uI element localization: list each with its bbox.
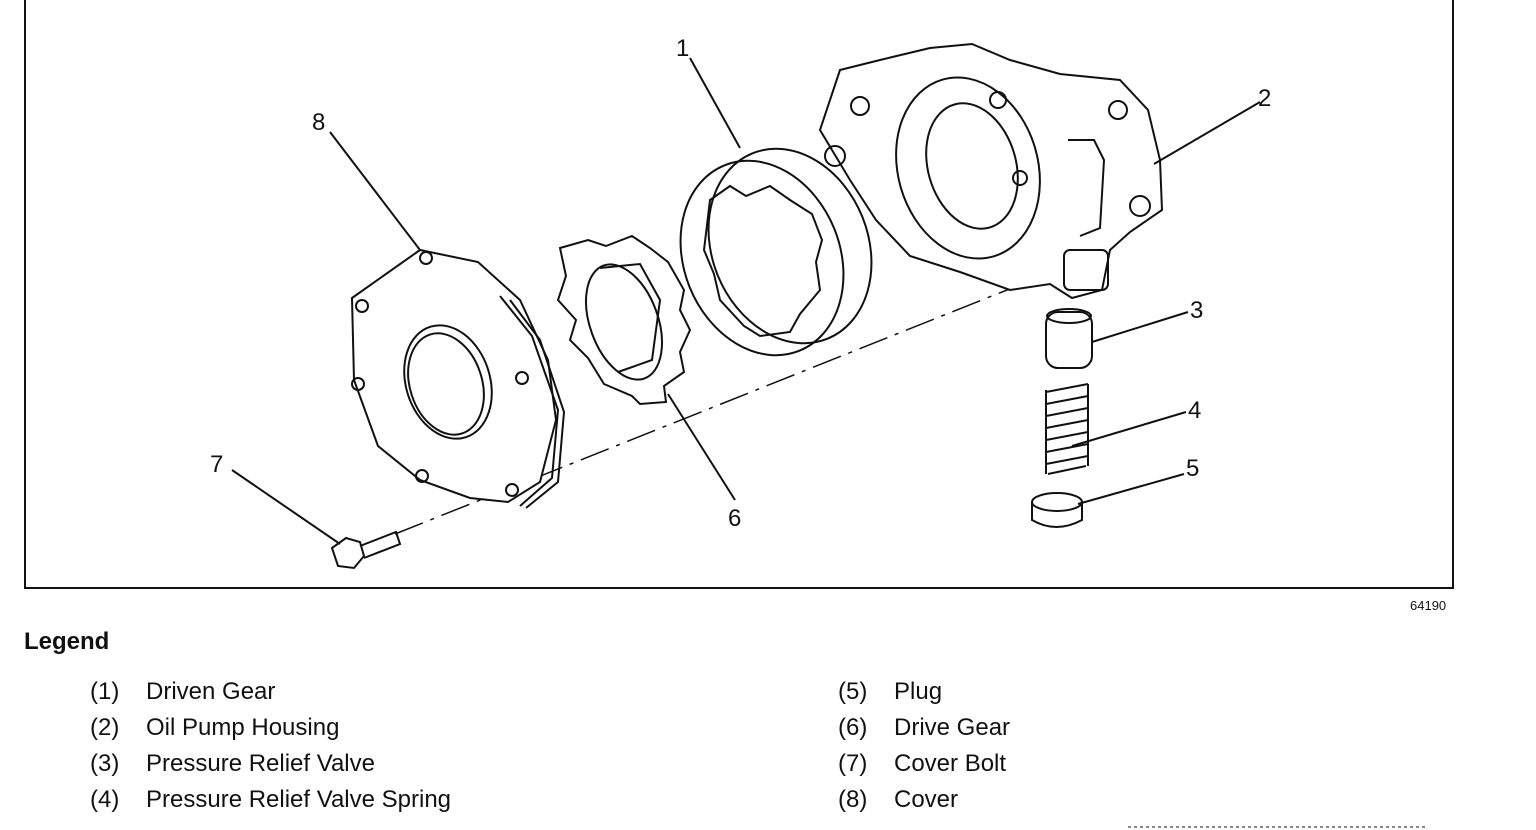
legend-item: (2) Oil Pump Housing (90, 714, 451, 750)
diagram-frame (24, 0, 1454, 589)
callout-7: 7 (210, 451, 223, 478)
legend-item-label: Cover (894, 786, 959, 813)
callout-1: 1 (676, 35, 689, 62)
legend-item: (4) Pressure Relief Valve Spring (90, 786, 451, 822)
callout-5: 5 (1186, 455, 1199, 482)
legend-item-number: (1) (90, 678, 120, 705)
legend-item: (3) Pressure Relief Valve (90, 750, 451, 786)
figure-number: 64190 (1410, 598, 1447, 613)
leader-line-8 (329, 131, 421, 251)
legend-item: (1) Driven Gear (90, 678, 451, 714)
legend-item-label: Driven Gear (146, 678, 276, 705)
legend-item-label: Cover Bolt (894, 750, 1007, 777)
legend-left-column: (1) Driven Gear (2) Oil Pump Housing (3) Pr… (90, 678, 451, 822)
legend-item-number: (2) (90, 714, 120, 741)
legend-item-label: Plug (894, 678, 943, 705)
legend-item-number: (5) (838, 678, 868, 705)
legend-item: (5) Plug (838, 678, 1010, 714)
callout-4: 4 (1188, 397, 1201, 424)
leader-line-3 (1091, 311, 1189, 343)
plug-part (1031, 492, 1083, 528)
scan-artifact-line (1128, 826, 1428, 828)
driven-gear-part (679, 147, 873, 357)
legend-item-label: Pressure Relief Valve Spring (146, 786, 452, 813)
legend-title: Legend (24, 628, 110, 655)
callout-2: 2 (1258, 85, 1271, 112)
cover-part (350, 248, 566, 509)
drive-gear-part (556, 234, 692, 406)
legend-item: (8) Cover (838, 786, 1010, 822)
legend-item-label: Drive Gear (894, 714, 1011, 741)
callout-8: 8 (312, 109, 325, 136)
leader-line-1 (689, 57, 741, 149)
legend-item-number: (8) (838, 786, 868, 813)
leader-line-4 (1071, 411, 1187, 447)
leader-line-2 (1153, 101, 1261, 165)
legend-item-number: (7) (838, 750, 868, 777)
leader-line-7 (231, 469, 341, 545)
pressure-relief-valve-spring-part (1045, 383, 1089, 475)
pressure-relief-valve-part (1045, 308, 1093, 369)
legend-item: (6) Drive Gear (838, 714, 1010, 750)
legend-item-number: (6) (838, 714, 868, 741)
legend-item: (7) Cover Bolt (838, 750, 1010, 786)
legend-item-label: Oil Pump Housing (146, 714, 340, 741)
cover-bolt-part (330, 530, 402, 570)
leader-line-5 (1077, 473, 1185, 505)
legend-right-column: (5) Plug (6) Drive Gear (7) Cover Bolt (8) C… (838, 678, 1010, 822)
legend-item-number: (4) (90, 786, 120, 813)
oil-pump-housing-part (818, 42, 1164, 300)
callout-6: 6 (728, 505, 741, 532)
leader-line-6 (667, 393, 736, 501)
oil-pump-exploded-diagram: 1 2 3 4 5 6 7 8 (210, 35, 1271, 570)
legend-item-label: Pressure Relief Valve (146, 750, 375, 777)
legend-item-number: (3) (90, 750, 120, 777)
callout-3: 3 (1190, 297, 1203, 324)
